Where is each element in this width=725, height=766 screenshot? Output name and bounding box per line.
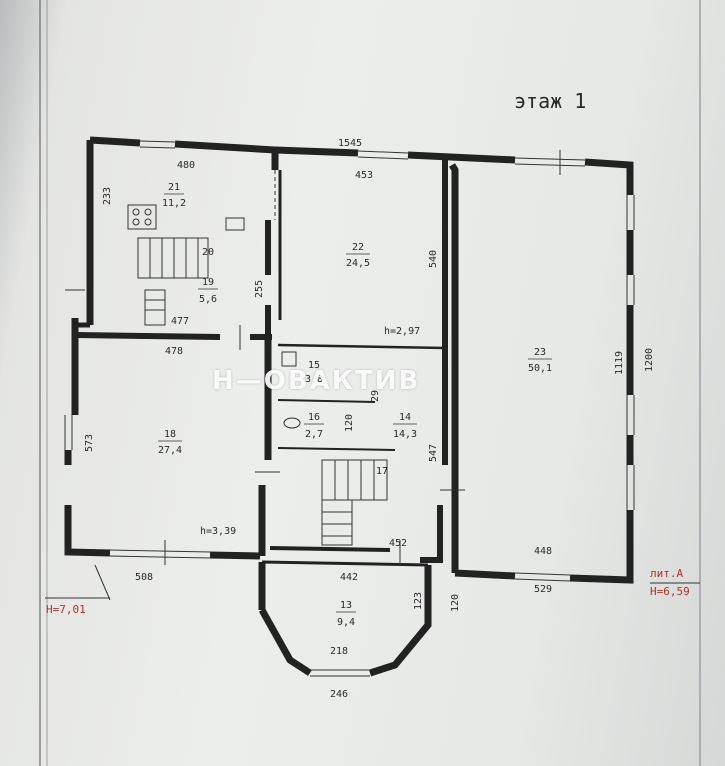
dim-480: 480 bbox=[177, 160, 195, 171]
dim-442: 442 bbox=[340, 572, 358, 583]
dim-478: 478 bbox=[165, 346, 183, 357]
stairs-upper bbox=[137, 237, 209, 326]
stairs-lower bbox=[321, 459, 388, 546]
room-19-number: 19 bbox=[202, 277, 214, 288]
room-21-number: 21 bbox=[168, 182, 180, 193]
room-19-area: 5,6 bbox=[199, 294, 217, 305]
room-13-number: 13 bbox=[340, 600, 352, 611]
dim-508: 508 bbox=[135, 572, 153, 583]
dim-448: 448 bbox=[534, 546, 552, 557]
room-21-area: 11,2 bbox=[162, 198, 186, 209]
room-17-number: 17 bbox=[376, 466, 388, 477]
room-22-area: 24,5 bbox=[346, 258, 370, 269]
room-15-area: 3,8 bbox=[305, 374, 323, 385]
section-marks bbox=[45, 150, 700, 601]
dim-1119: 1119 bbox=[614, 351, 625, 375]
dim-29: 29 bbox=[370, 390, 381, 402]
dim-1200: 1200 bbox=[644, 348, 655, 372]
room-18-area: 27,4 bbox=[158, 445, 182, 456]
dim-453: 453 bbox=[355, 170, 373, 181]
walls bbox=[64, 136, 634, 677]
stove-icon bbox=[127, 204, 157, 230]
room-20-number: 20 bbox=[202, 247, 214, 258]
dim-120-inner: 120 bbox=[344, 414, 355, 432]
dim-120-outer: 120 bbox=[450, 594, 461, 612]
dim-547: 547 bbox=[428, 444, 439, 462]
room-16-number: 16 bbox=[308, 412, 320, 423]
dim-477: 477 bbox=[171, 316, 189, 327]
ceiling-height-1: h=2,97 bbox=[384, 326, 420, 337]
dim-452: 452 bbox=[389, 538, 407, 549]
dim-233: 233 bbox=[102, 187, 113, 205]
elevation-left: H=7,01 bbox=[46, 603, 86, 616]
room-18-number: 18 bbox=[164, 429, 176, 440]
dimension-labels: 1545 480 453 233 540 255 477 478 1119 12… bbox=[84, 138, 655, 700]
room-15-number: 15 bbox=[308, 360, 320, 371]
ceiling-height-2: h=3,39 bbox=[200, 526, 236, 537]
room-labels: 21 11,2 22 24,5 23 50,1 19 5,6 18 27,4 1… bbox=[158, 182, 552, 628]
dim-218: 218 bbox=[330, 646, 348, 657]
sink-icon bbox=[225, 217, 245, 231]
dim-540: 540 bbox=[428, 250, 439, 268]
room-23-number: 23 bbox=[534, 347, 546, 358]
windows bbox=[64, 140, 635, 677]
room-22-number: 22 bbox=[352, 242, 364, 253]
elevation-right: H=6,59 bbox=[650, 585, 690, 598]
dim-529: 529 bbox=[534, 584, 552, 595]
room-14-number: 14 bbox=[399, 412, 411, 423]
room-16-area: 2,7 bbox=[305, 429, 323, 440]
letter-label: лит.А bbox=[650, 567, 683, 580]
toilet-icon bbox=[281, 351, 301, 429]
room-23-area: 50,1 bbox=[528, 363, 552, 374]
dim-255: 255 bbox=[254, 280, 265, 298]
dim-246: 246 bbox=[330, 689, 348, 700]
dim-1545: 1545 bbox=[338, 138, 362, 149]
dim-573: 573 bbox=[84, 434, 95, 452]
dim-123: 123 bbox=[413, 592, 424, 610]
room-13-area: 9,4 bbox=[337, 617, 355, 628]
room-14-area: 14,3 bbox=[393, 429, 417, 440]
floor-title: этаж 1 bbox=[514, 89, 586, 113]
watermark-logo: Н—ОВАКТИВ bbox=[212, 366, 421, 396]
